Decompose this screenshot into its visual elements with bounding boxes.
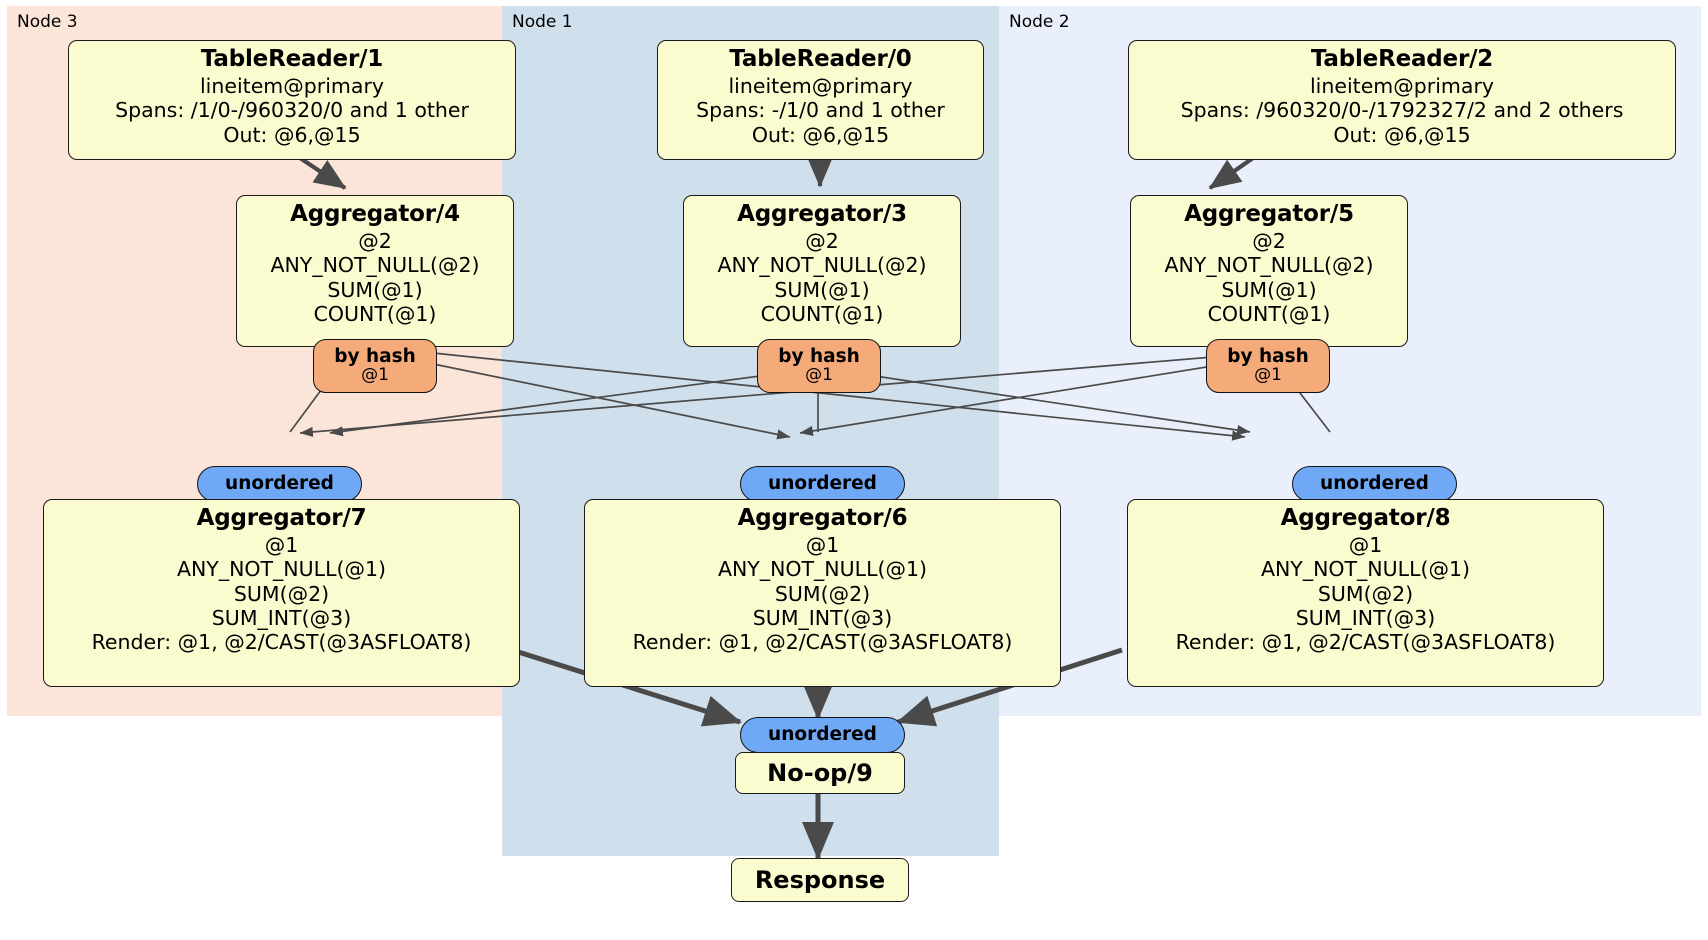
processor-aggregator-8[interactable]: Aggregator/8 @1 ANY_NOT_NULL(@1) SUM(@2)… [1127,499,1604,687]
node-panel-label-node1: Node 1 [512,12,573,32]
processor-detail-line: @2 [1252,229,1286,254]
processor-title: Aggregator/7 [196,505,367,531]
hash-router-right[interactable]: by hash @1 [1206,339,1330,393]
processor-detail-line: SUM(@2) [774,581,871,606]
processor-table-reader-1[interactable]: TableReader/1 lineitem@primary Spans: /1… [68,40,516,160]
processor-title: TableReader/2 [1310,46,1494,72]
processor-detail-line: SUM_INT(@3) [211,605,352,630]
processor-detail-line: ANY_NOT_NULL(@1) [176,557,387,582]
processor-detail-line: Spans: /960320/0-/1792327/2 and 2 others [1180,98,1624,123]
processor-detail-line: Spans: -/1/0 and 1 other [696,98,945,123]
synchronizer-label: unordered [1320,472,1429,494]
processor-detail-line: Out: @6,@15 [1333,122,1471,147]
processor-detail-line: Out: @6,@15 [223,122,361,147]
processor-detail-line: SUM(@2) [233,581,330,606]
hash-router-column: @1 [805,365,833,386]
processor-detail-line: Out: @6,@15 [751,122,890,147]
processor-title: TableReader/1 [200,46,384,72]
processor-detail-line: COUNT(@1) [1207,301,1331,326]
hash-router-middle[interactable]: by hash @1 [757,339,881,393]
processor-title: Aggregator/8 [1280,505,1451,531]
processor-detail-line: ANY_NOT_NULL(@1) [1260,557,1471,582]
processor-detail-line: @1 [264,533,299,558]
processor-title: Aggregator/4 [290,201,460,227]
synchronizer-label: unordered [768,723,877,745]
synchronizer-label: unordered [768,472,877,494]
processor-detail-line: Render: @1, @2/CAST(@3ASFLOAT8) [1175,629,1556,654]
synchronizer-final[interactable]: unordered [740,717,905,753]
processor-detail-line: SUM_INT(@3) [1295,605,1436,630]
synchronizer-left[interactable]: unordered [197,466,362,502]
processor-detail-line: SUM(@2) [1317,581,1414,606]
processor-title: Aggregator/5 [1184,201,1354,227]
processor-table-reader-0[interactable]: TableReader/0 lineitem@primary Spans: -/… [657,40,984,160]
processor-aggregator-6[interactable]: Aggregator/6 @1 ANY_NOT_NULL(@1) SUM(@2)… [584,499,1061,687]
processor-aggregator-5[interactable]: Aggregator/5 @2 ANY_NOT_NULL(@2) SUM(@1)… [1130,195,1408,347]
synchronizer-right[interactable]: unordered [1292,466,1457,502]
processor-detail-line: SUM_INT(@3) [752,605,893,630]
synchronizer-middle[interactable]: unordered [740,466,905,502]
processor-detail-line: @1 [805,533,840,558]
processor-title: Aggregator/3 [737,201,907,227]
processor-aggregator-7[interactable]: Aggregator/7 @1 ANY_NOT_NULL(@1) SUM(@2)… [43,499,520,687]
hash-router-label: by hash [334,345,416,367]
processor-detail-line: ANY_NOT_NULL(@2) [270,253,480,278]
processor-detail-line: Render: @1, @2/CAST(@3ASFLOAT8) [91,629,472,654]
processor-title: TableReader/0 [729,46,912,72]
processor-detail-line: @2 [805,229,839,254]
processor-response[interactable]: Response [731,858,909,902]
processor-noop-9[interactable]: No-op/9 [735,752,905,794]
processor-detail-line: SUM(@1) [327,277,423,302]
synchronizer-label: unordered [225,472,334,494]
processor-detail-line: ANY_NOT_NULL(@2) [717,253,927,278]
processor-table-reader-2[interactable]: TableReader/2 lineitem@primary Spans: /9… [1128,40,1676,160]
hash-router-column: @1 [361,365,389,386]
processor-detail-line: Render: @1, @2/CAST(@3ASFLOAT8) [632,629,1013,654]
processor-detail-line: lineitem@primary [728,74,913,99]
hash-router-left[interactable]: by hash @1 [313,339,437,393]
hash-router-label: by hash [778,345,860,367]
processor-aggregator-4[interactable]: Aggregator/4 @2 ANY_NOT_NULL(@2) SUM(@1)… [236,195,514,347]
processor-detail-line: SUM(@1) [774,277,870,302]
processor-detail-line: lineitem@primary [199,74,385,99]
processor-detail-line: SUM(@1) [1221,277,1317,302]
processor-detail-line: @1 [1348,533,1383,558]
processor-detail-line: lineitem@primary [1309,74,1495,99]
node-panel-label-node2: Node 2 [1009,12,1070,32]
processor-detail-line: COUNT(@1) [313,301,437,326]
node-panel-label-node3: Node 3 [17,12,78,32]
processor-detail-line: @2 [358,229,392,254]
processor-detail-line: ANY_NOT_NULL(@2) [1164,253,1374,278]
processor-title: Aggregator/6 [737,505,908,531]
processor-title: No-op/9 [767,759,873,787]
processor-detail-line: COUNT(@1) [760,301,884,326]
hash-router-label: by hash [1227,345,1309,367]
processor-detail-line: ANY_NOT_NULL(@1) [717,557,928,582]
processor-title: Response [754,866,886,894]
processor-aggregator-3[interactable]: Aggregator/3 @2 ANY_NOT_NULL(@2) SUM(@1)… [683,195,961,347]
processor-detail-line: Spans: /1/0-/960320/0 and 1 other [115,98,469,123]
hash-router-column: @1 [1254,365,1282,386]
